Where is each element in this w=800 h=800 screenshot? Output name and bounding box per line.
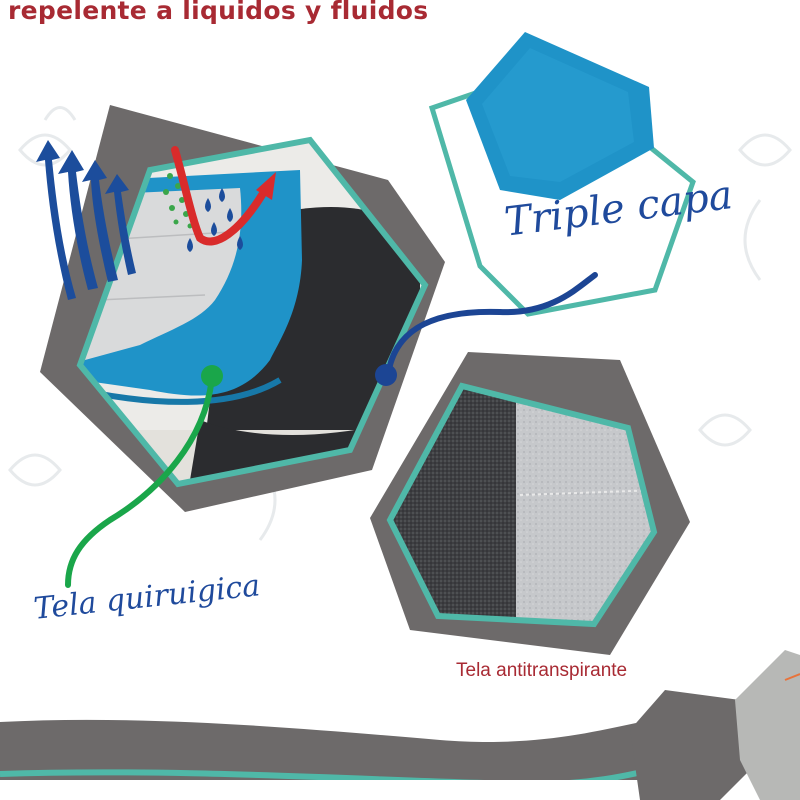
bottom-wave-gray [0,718,660,800]
main-layers-hexagon [40,105,445,512]
small-hex-gray [630,690,760,800]
small-hex-light [735,650,800,800]
connector-quirurgica [65,365,223,588]
antitranspirante-hexagon [370,352,690,655]
small-hex-accent [784,673,800,681]
bottom-wave-white [0,780,800,800]
headline-text: repelente a liquidos y fluidos [8,0,429,25]
label-tela-antitranspirante: Tela antitranspirante [456,660,628,681]
fluid-repel-arrow-icon [171,146,276,246]
breathable-arrows-icon [36,140,136,300]
triple-capa-hexagon [428,32,696,317]
connector-triple-capa [375,272,598,386]
water-drops-icon [187,188,243,252]
